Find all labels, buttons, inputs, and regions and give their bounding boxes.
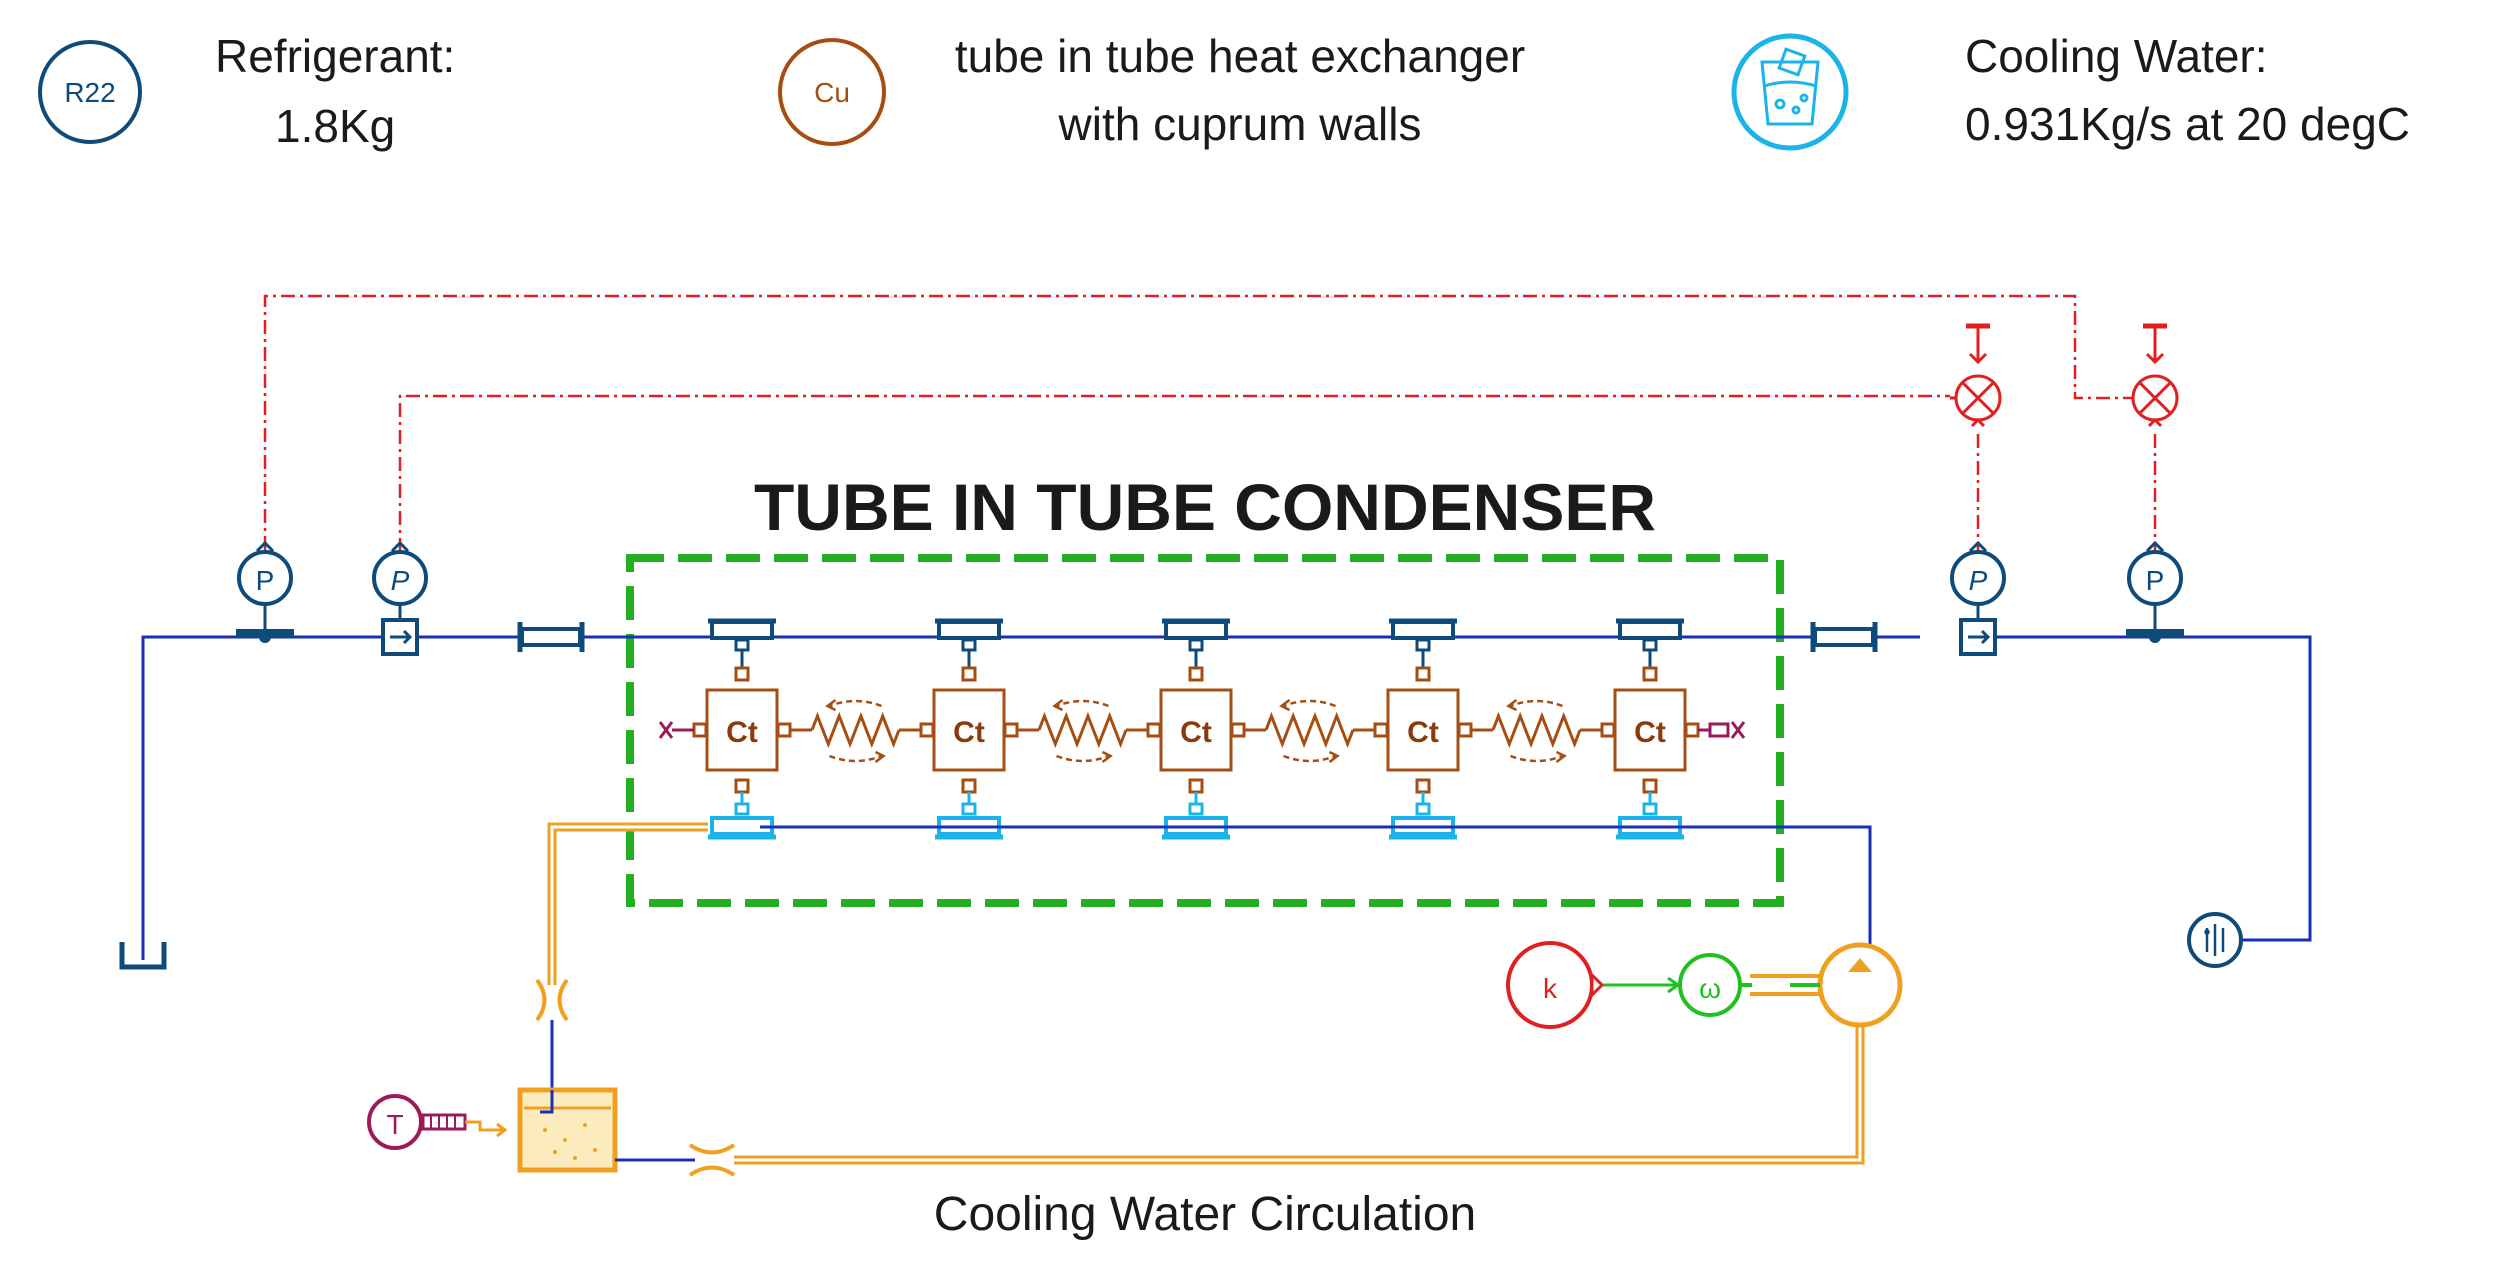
restriction-lower[interactable] <box>688 1143 736 1177</box>
temperature-source[interactable]: T <box>367 1094 508 1150</box>
restriction-upper[interactable] <box>535 978 569 1022</box>
pressure-sensor-icon <box>1950 550 2006 606</box>
refrigerant-line <box>141 635 2312 960</box>
refrigerant-mass: 1.8Kg <box>275 100 395 152</box>
adiabatic-end-right[interactable] <box>1698 721 1746 739</box>
pressure-sensor-symbol: P <box>2146 565 2165 596</box>
legend-refrigerant: R22 Refrigerant: 1.8Kg <box>38 30 455 152</box>
inlet-differential-pressure-sensor[interactable]: P <box>372 540 428 656</box>
pump-icon <box>1817 942 1903 1028</box>
inlet-pressure-sensor[interactable]: P <box>236 540 294 643</box>
condenser-cell[interactable]: Ct <box>919 618 1019 840</box>
signal-lines <box>263 294 2157 552</box>
legend-cooling-water: Cooling Water: 0.931Kg/s at 20 degC <box>1731 30 2410 151</box>
cell-label: Ct <box>1634 716 1666 749</box>
water-line-to-condenser <box>547 822 708 985</box>
pressure-difference-block-2[interactable] <box>2131 323 2179 428</box>
pressure-sensor-symbol: P <box>391 565 410 596</box>
refrigerant-badge-text: R22 <box>64 77 115 108</box>
cell-label: Ct <box>1180 716 1212 749</box>
refrigerant-label: Refrigerant: <box>215 30 455 82</box>
thermal-tank[interactable] <box>517 1087 618 1173</box>
inlet-pipe-segment[interactable] <box>517 622 585 652</box>
condenser-boundary[interactable] <box>626 554 1784 907</box>
condenser-cell[interactable]: Ct <box>1600 618 1700 840</box>
signal-line-inlet-pressure <box>263 294 2140 550</box>
cuprum-badge-icon[interactable] <box>778 38 886 146</box>
gain-symbol: k <box>1543 973 1558 1004</box>
water-glass-icon <box>1760 47 1820 126</box>
refrigerant-badge-icon[interactable] <box>38 40 142 144</box>
wall-label-line2: with cuprum walls <box>1058 98 1422 150</box>
cell-label: Ct <box>953 716 985 749</box>
cell-label: Ct <box>1407 716 1439 749</box>
speed-source[interactable]: ω <box>1678 953 1752 1017</box>
cell-label: Ct <box>726 716 758 749</box>
pressure-sensor-icon <box>2127 550 2183 606</box>
signal-line-inlet-pressure-2 <box>398 394 1950 552</box>
cuprum-badge-text: Cu <box>814 77 850 108</box>
temperature-source-icon <box>367 1094 423 1150</box>
water-line-condenser <box>760 825 1872 950</box>
water-tank-icon[interactable] <box>1731 33 1849 151</box>
cooling-water-label: Cooling Water: <box>1965 30 2268 82</box>
condenser-cell[interactable]: Ct <box>1146 618 1246 840</box>
water-pump[interactable] <box>1750 942 1903 1028</box>
refrigerant-reservoir-icon[interactable] <box>119 942 167 970</box>
cooling-water-spec: 0.931Kg/s at 20 degC <box>1965 98 2410 150</box>
outlet-differential-pressure-sensor[interactable]: P <box>1950 540 2006 656</box>
pressure-sensor-symbol: P <box>1969 565 1988 596</box>
condenser-cell[interactable]: Ct <box>1373 618 1473 840</box>
refrigerant-outlet-sink[interactable] <box>2187 912 2243 968</box>
wall-label-line1: tube in tube heat exchanger <box>955 30 1525 82</box>
outlet-pressure-sensor[interactable]: P <box>2126 540 2184 643</box>
condenser-cells: Ct Ct Ct Ct Ct <box>658 618 1746 840</box>
temperature-symbol: T <box>386 1109 403 1140</box>
gain-block[interactable]: k <box>1506 941 1605 1029</box>
speed-symbol: ω <box>1699 973 1721 1004</box>
pressure-sensor-icon <box>372 550 428 606</box>
conduction-resistor[interactable] <box>790 699 921 763</box>
water-line-to-pump <box>734 1025 1865 1165</box>
pressure-sensor-symbol: P <box>256 565 275 596</box>
legend-wall-material: Cu tube in tube heat exchanger with cupr… <box>778 30 1525 150</box>
circulation-caption: Cooling Water Circulation <box>934 1188 1476 1241</box>
conduction-resistor[interactable] <box>1471 699 1602 763</box>
condenser-title: TUBE IN TUBE CONDENSER <box>754 470 1656 544</box>
conduction-resistor[interactable] <box>1017 699 1148 763</box>
condenser-cell[interactable]: Ct <box>692 618 792 840</box>
adiabatic-end-left[interactable] <box>658 721 694 739</box>
outlet-pipe-segment[interactable] <box>1810 622 1878 652</box>
conduction-resistor[interactable] <box>1244 699 1375 763</box>
pressure-difference-block-1[interactable] <box>1950 323 2002 428</box>
pressure-sensor-icon <box>237 550 293 606</box>
